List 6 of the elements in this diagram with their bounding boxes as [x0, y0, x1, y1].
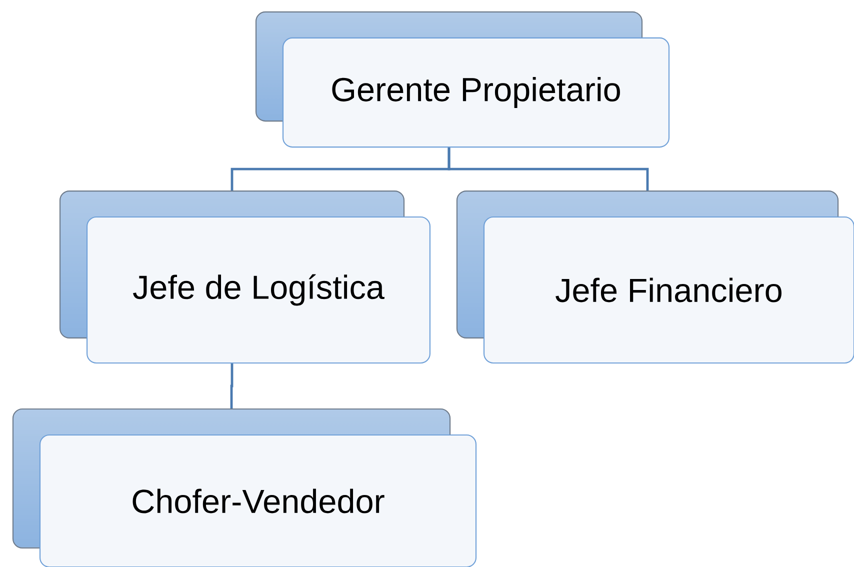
org-box: Gerente Propietario [255, 11, 670, 148]
org-box: Jefe Financiero [456, 190, 854, 364]
connector-line [448, 148, 649, 190]
connector-line [230, 364, 234, 408]
org-box: Jefe de Logística [59, 190, 430, 364]
org-box: Chofer-Vendedor [12, 408, 477, 567]
